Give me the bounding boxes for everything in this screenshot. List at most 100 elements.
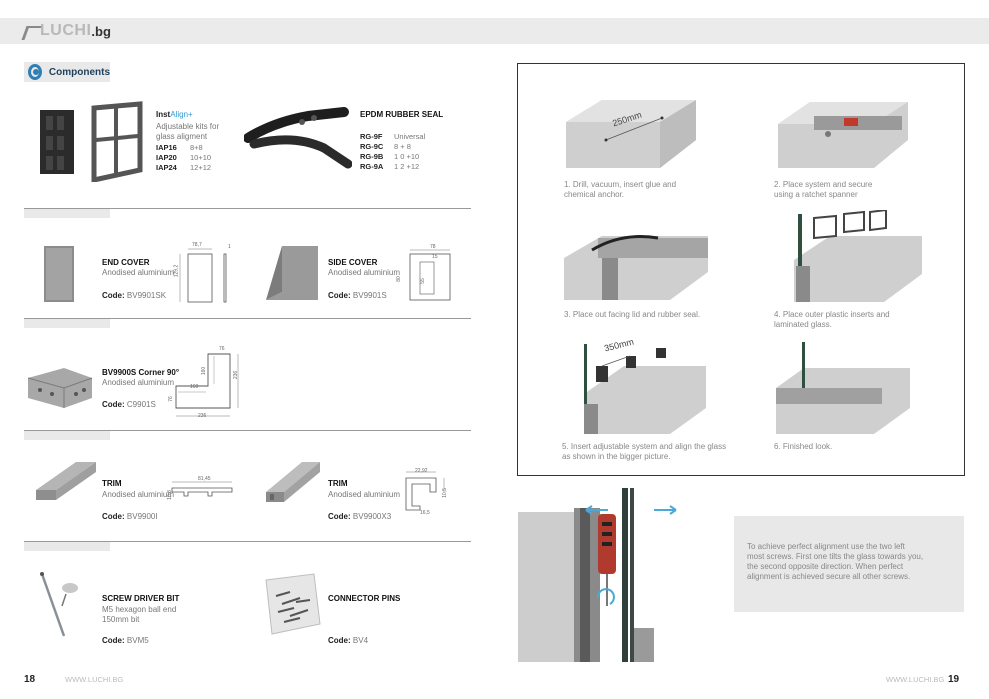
epdm-title: EPDM RUBBER SEAL (360, 110, 444, 119)
divider (24, 430, 471, 431)
screwdriver-title: SCREW DRIVER BIT (102, 594, 180, 603)
step-2-image (778, 102, 908, 168)
corner-dim-160b: 160 (190, 384, 199, 390)
step-6-image (776, 342, 910, 434)
trim1-drawing (171, 481, 233, 497)
corner-dim-236a: 236 (233, 370, 240, 380)
divider (24, 541, 471, 542)
trim2-dim-h: 10,5 (441, 488, 448, 498)
corner-title: BV9900S Corner 90° (102, 368, 180, 377)
end-cover-dim-w: 78,7 (192, 242, 202, 248)
trim1-material: Anodised aluminium (102, 490, 175, 499)
page-number-right: 19 (948, 674, 960, 685)
page-number-left: 18 (24, 674, 36, 685)
step-1-image (566, 100, 696, 168)
tip-line: most screws. First one tilts the glass t… (747, 552, 924, 561)
footer-url-right[interactable]: WWW.LUCHI.BG (886, 675, 945, 684)
instalign-kit-image (40, 101, 143, 182)
side-cover-dim-w: 78 (430, 244, 436, 250)
step-4-image (794, 210, 922, 302)
footer-bar (0, 672, 989, 684)
side-cover-dim-b: 55 (419, 278, 426, 284)
end-cover-material: Anodised aluminium (102, 268, 175, 277)
logo-mark-icon (24, 24, 38, 38)
side-cover-dim-h: 80 (395, 276, 402, 282)
footer-url-left[interactable]: WWW.LUCHI.BG (65, 675, 124, 684)
end-cover-drawing (179, 248, 227, 303)
step-5-image (584, 344, 706, 434)
step-3-caption: 3. Place out facing lid and rubber seal. (564, 310, 701, 319)
side-cover-code: Code: BV9901S (328, 291, 387, 300)
side-cover-drawing (409, 249, 451, 301)
divider-tab (24, 431, 110, 440)
corner-material: Anodised aluminium (102, 378, 175, 387)
trim1-code: Code: BV9900I (102, 512, 158, 521)
gear-icon (28, 64, 42, 80)
tip-line: the second opposite direction. When perf… (747, 562, 904, 571)
trim1-dim-h: 10,8 (166, 490, 173, 500)
logo-brand: LUCHI (40, 22, 92, 39)
section-title-text: Components (48, 66, 110, 78)
pins-title: CONNECTOR PINS (328, 594, 401, 603)
step-6-caption: 6. Finished look. (774, 442, 833, 451)
corner-image (27, 368, 93, 408)
trim2-code: Code: BV9900X3 (328, 512, 392, 521)
corner-dim-76a: 76 (219, 346, 225, 352)
corner-dim-160a: 160 (201, 366, 208, 376)
section-title: Components (24, 62, 110, 82)
logo-tld: .bg (91, 23, 111, 39)
side-cover-image (266, 246, 318, 300)
trim2-dim-w: 22,92 (415, 468, 428, 474)
tip-line: To achieve perfect alignment use the two… (747, 542, 905, 551)
alignment-detail-image (518, 488, 677, 662)
corner-dim-76b: 76 (167, 396, 174, 402)
trim1-title: TRIM (102, 479, 122, 488)
trim2-drawing (405, 471, 445, 511)
instalign-desc-2: glass aligment (156, 132, 208, 141)
header-bar (0, 18, 989, 44)
divider (24, 318, 471, 319)
end-cover-image (44, 246, 74, 302)
corner-drawing (175, 353, 239, 417)
pins-code: Code: BV4 (328, 636, 369, 645)
screwdriver-desc-1: M5 hexagon ball end (102, 605, 177, 614)
end-cover-dim-h: 129,2 (173, 264, 180, 278)
trim-image (36, 462, 96, 500)
connector-pins-image (265, 573, 321, 635)
instalign-name: InstAlign+ (156, 110, 193, 119)
corner-dim-236b: 236 (198, 413, 207, 419)
screwdriver-desc-2: 150mm bit (102, 615, 140, 624)
trim2-material: Anodised aluminium (328, 490, 401, 499)
alignment-tip-box: To achieve perfect alignment use the two… (734, 516, 964, 612)
divider (24, 208, 471, 209)
rubber-seal-image (244, 107, 352, 169)
tip-line: alignment is achieved secure all other s… (747, 572, 911, 581)
step-5-caption: 5. Insert adjustable system and align th… (562, 442, 727, 461)
end-cover-title: END COVER (102, 258, 150, 267)
side-cover-dim-a: 15 (432, 254, 438, 260)
side-cover-title: SIDE COVER (328, 258, 378, 267)
end-cover-code: Code: BV9901SK (102, 291, 167, 300)
corner-code: Code: C9901S (102, 400, 156, 409)
divider-tab (24, 319, 110, 328)
trim1-dim-w: 81,45 (198, 476, 211, 482)
brand-logo: LUCHI .bg (24, 20, 111, 42)
instalign-desc-1: Adjustable kits for (156, 122, 220, 131)
trim2-image (266, 462, 320, 502)
screwdriver-image (40, 572, 78, 637)
divider-tab (24, 542, 110, 551)
end-cover-dim-t: 1 (228, 244, 231, 250)
